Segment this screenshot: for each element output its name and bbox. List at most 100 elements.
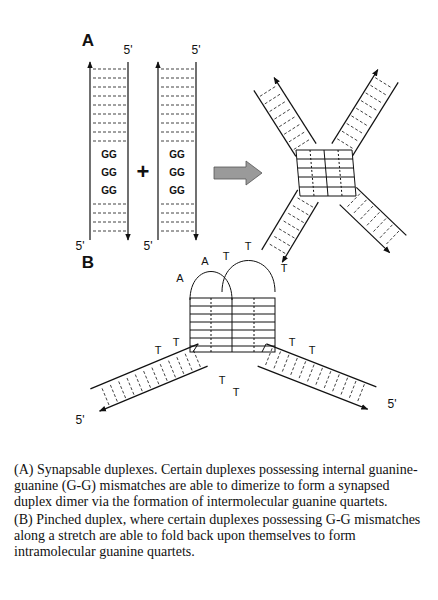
loop-base: A xyxy=(176,273,183,284)
mismatch-label: GG xyxy=(101,168,117,178)
plus-sign: + xyxy=(137,161,150,183)
base-pair-rung xyxy=(273,352,280,371)
strand-line xyxy=(282,202,318,262)
strand-line xyxy=(274,78,316,144)
base-pair-rung xyxy=(356,108,373,119)
base-pair-rung xyxy=(126,376,134,394)
base-pair-rung xyxy=(160,69,194,70)
base-pair-rung xyxy=(289,131,306,142)
base-pair-rung xyxy=(160,87,194,88)
mismatch-label: GG xyxy=(101,150,117,160)
base-pair-rung xyxy=(277,228,294,238)
base-pair-rung xyxy=(270,101,287,112)
strand-line xyxy=(127,62,128,240)
base-pair-rung xyxy=(282,220,299,230)
base-pair-rung xyxy=(274,108,291,119)
strand-line xyxy=(195,62,196,240)
base-pair-rung xyxy=(349,381,356,400)
base-pair-rung xyxy=(160,105,194,106)
caption-text: (B) Pinched duplex, where certain duplex… xyxy=(14,512,422,560)
base-pair-rung xyxy=(337,139,354,150)
base-pair-rung xyxy=(290,358,297,377)
base-pair-rung xyxy=(366,212,380,226)
base-pair-rung xyxy=(92,96,126,97)
caption-text: (A) Synapsable duplexes. Certain duplexe… xyxy=(14,462,422,510)
base-pair-rung xyxy=(260,86,277,97)
base-pair-rung xyxy=(160,141,194,142)
base-pair-rung xyxy=(296,197,313,207)
base-pair-rung xyxy=(375,78,392,89)
base-pair-rung xyxy=(135,373,143,391)
base-pair-rung xyxy=(279,116,296,127)
strand-line xyxy=(266,344,376,387)
base-pair-rung xyxy=(160,123,194,124)
base-pair-rung xyxy=(160,114,194,115)
strand-line xyxy=(100,366,208,411)
base-pair-rung xyxy=(359,206,373,220)
dna-strands xyxy=(90,62,406,411)
base-pair-rung xyxy=(357,384,364,403)
base-pair-rung xyxy=(347,123,364,134)
linker-base: T xyxy=(289,337,296,348)
loop-base: T xyxy=(223,251,230,262)
mismatch-label: GG xyxy=(101,186,117,196)
base-pair-rung xyxy=(159,362,167,380)
linker-base: T xyxy=(173,337,180,348)
base-pair-rung xyxy=(92,87,126,88)
base-pair-rung xyxy=(92,114,126,115)
strand-end-label: 5' xyxy=(192,44,201,56)
linker-base: T xyxy=(233,387,240,398)
loop-base: A xyxy=(201,256,208,267)
base-pair-rung xyxy=(92,213,126,214)
duplex-ladder xyxy=(262,190,319,262)
base-pair-rung xyxy=(160,204,194,205)
duplex-ladder xyxy=(90,62,128,240)
base-pair-rung xyxy=(160,96,194,97)
base-pair-rung xyxy=(287,212,304,222)
base-pair-rung xyxy=(160,78,194,79)
duplex-ladder xyxy=(258,344,377,409)
base-pair-rung xyxy=(92,132,126,133)
base-pair-rung xyxy=(92,69,126,70)
base-pair-rung xyxy=(168,359,176,377)
base-pair-rung xyxy=(340,378,347,397)
process-arrow xyxy=(214,161,262,185)
base-pair-rung xyxy=(307,365,314,384)
base-pair-rung xyxy=(101,387,109,405)
base-pair-rung xyxy=(160,231,194,232)
loop-arc xyxy=(222,261,275,293)
base-pair-rung xyxy=(370,85,387,96)
strand-line xyxy=(352,82,398,156)
duplex-ladder xyxy=(332,70,398,157)
base-pair-rung xyxy=(92,105,126,106)
base-pair-rung xyxy=(110,383,118,401)
base-pair-rung xyxy=(372,219,386,233)
duplex-ladder xyxy=(254,78,316,157)
base-pair-rung xyxy=(118,380,126,398)
strand-line xyxy=(258,366,368,409)
base-pair-rung xyxy=(184,352,192,370)
hairpin-quartet-stem xyxy=(190,261,275,353)
base-pair-rung xyxy=(268,243,285,253)
panel-letter: A xyxy=(82,32,94,49)
strand-line xyxy=(262,190,298,250)
base-pair-rung xyxy=(294,139,311,150)
base-pair-rung xyxy=(353,200,367,214)
base-pair-rung xyxy=(298,361,305,380)
duplex-ladder xyxy=(158,62,196,240)
guanine-quartet-block xyxy=(296,150,356,196)
linker-base: T xyxy=(309,345,316,356)
mismatch-label: GG xyxy=(169,150,185,160)
base-pair-rung xyxy=(151,366,159,384)
base-pair-rung xyxy=(160,222,194,223)
base-pair-rung xyxy=(92,222,126,223)
base-pair-rung xyxy=(92,204,126,205)
base-pair-rung xyxy=(385,231,399,245)
base-pair-rung xyxy=(315,368,322,387)
loop-base: T xyxy=(245,241,252,252)
base-pair-rung xyxy=(160,213,194,214)
strand-end-label: 5' xyxy=(144,240,153,252)
base-pair-rung xyxy=(176,355,184,373)
duplex-ladder xyxy=(340,187,407,252)
